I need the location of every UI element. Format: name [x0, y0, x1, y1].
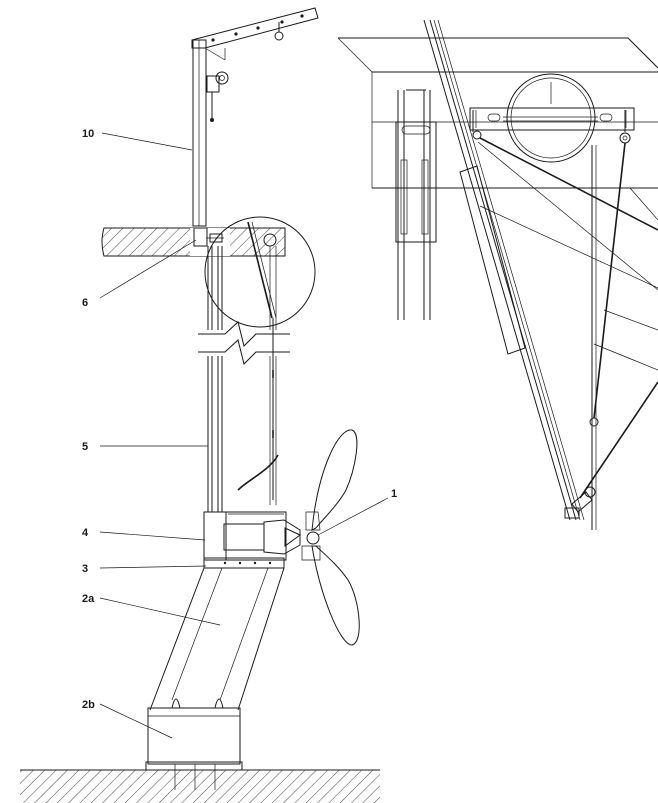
mixer-motor [203, 511, 320, 561]
callout-2b: 2b [82, 699, 95, 711]
detail-view [337, 19, 658, 530]
ground [20, 769, 380, 803]
lifting-chain [237, 221, 279, 500]
detail-circle [204, 216, 316, 328]
detail-cable-hardware [477, 137, 658, 530]
plate-bolts [223, 561, 272, 565]
detail-lifting-cable [423, 19, 585, 521]
callout-4: 4 [82, 527, 89, 539]
callout-5: 5 [82, 441, 88, 453]
detail-leader-lines [479, 187, 658, 371]
detail-bracket [469, 73, 635, 163]
detail-shackles [472, 110, 631, 144]
detail-guide-rail [395, 89, 437, 320]
leader-lines [99, 132, 389, 739]
callout-10: 10 [82, 128, 94, 140]
pipe-base [145, 698, 243, 790]
davit-crane [191, 7, 319, 227]
support-pipe [149, 567, 285, 711]
concrete-deck [101, 227, 286, 257]
propeller [301, 429, 360, 646]
callout-2a: 2a [82, 593, 95, 605]
callout-3: 3 [82, 563, 88, 575]
guide-rail [196, 246, 290, 512]
winch [206, 71, 229, 122]
callout-1: 1 [391, 488, 397, 500]
callout-6: 6 [82, 297, 88, 309]
mounting-plate [203, 557, 285, 569]
